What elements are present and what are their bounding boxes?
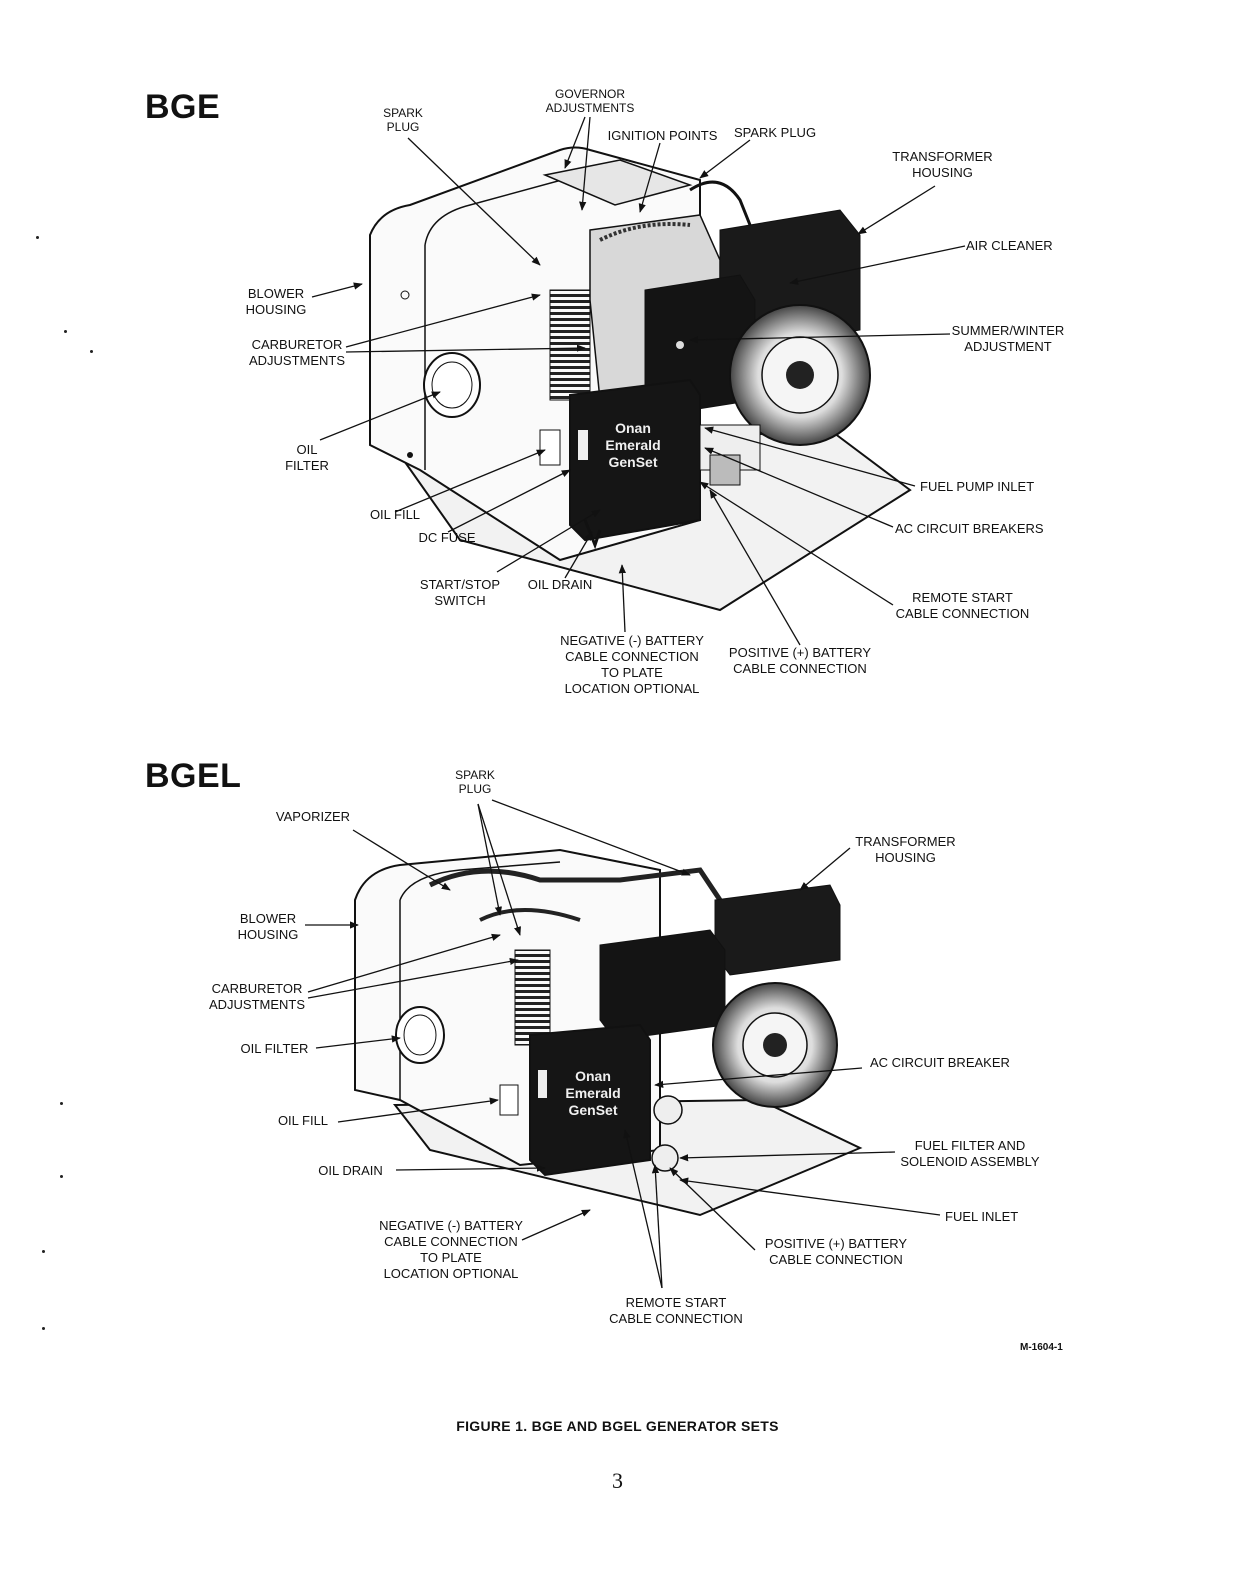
bgel-leader-lines bbox=[305, 799, 941, 1289]
figure-code: M-1604-1 bbox=[1020, 1342, 1063, 1353]
bgel-label-transformer: TRANSFORMER HOUSING bbox=[855, 834, 956, 865]
bgel-label-carburetor: CARBURETOR ADJUSTMENTS bbox=[208, 981, 306, 1012]
bgel-label-blower: BLOWER HOUSING bbox=[237, 911, 299, 942]
bgel-label-vaporizer: VAPORIZER bbox=[275, 809, 351, 824]
bgel-label-remote-start: REMOTE START CABLE CONNECTION bbox=[609, 1295, 743, 1326]
bge-label-blower: BLOWER HOUSING bbox=[245, 286, 307, 317]
bgel-label-negative-battery: NEGATIVE (-) BATTERY CABLE CONNECTION TO… bbox=[379, 1218, 523, 1281]
scan-speck bbox=[42, 1327, 45, 1330]
bge-label-ignition-points: IGNITION POINTS bbox=[607, 128, 718, 143]
scan-speck bbox=[64, 330, 67, 333]
bgel-label-oil-drain: OIL DRAIN bbox=[318, 1163, 383, 1178]
bge-label-fuel-pump: FUEL PUMP INLET bbox=[920, 479, 1035, 494]
scan-speck bbox=[60, 1102, 63, 1105]
bgel-panel-brand: Onan Emerald GenSet bbox=[565, 1068, 621, 1118]
bge-label-positive-battery: POSITIVE (+) BATTERY CABLE CONNECTION bbox=[728, 645, 872, 676]
bge-label-carburetor: CARBURETOR ADJUSTMENTS bbox=[248, 337, 346, 368]
bge-label-dc-fuse: DC FUSE bbox=[418, 530, 476, 545]
bge-label-start-stop: START/STOP SWITCH bbox=[419, 577, 501, 608]
bgel-generator-illustration bbox=[354, 848, 863, 1217]
bge-panel-brand: Onan Emerald GenSet bbox=[605, 420, 661, 470]
bge-title: BGE bbox=[145, 88, 221, 126]
bge-label-oil-fill: OIL FILL bbox=[369, 507, 421, 522]
bgel-label-spark-plug: SPARK PLUG bbox=[455, 768, 495, 796]
bgel-label-ac-breaker: AC CIRCUIT BREAKER bbox=[870, 1055, 1010, 1070]
bgel-label-positive-battery: POSITIVE (+) BATTERY CABLE CONNECTION bbox=[764, 1236, 908, 1267]
bge-label-spark-plug-right: SPARK PLUG bbox=[733, 125, 817, 140]
bgel-label-fuel-inlet: FUEL INLET bbox=[945, 1209, 1019, 1224]
bge-label-negative-battery: NEGATIVE (-) BATTERY CABLE CONNECTION TO… bbox=[560, 633, 704, 696]
scan-speck bbox=[90, 350, 93, 353]
bge-label-ac-breakers: AC CIRCUIT BREAKERS bbox=[895, 521, 1044, 536]
scan-speck bbox=[42, 1250, 45, 1253]
bge-label-oil-filter: OIL FILTER bbox=[285, 442, 329, 473]
bge-label-transformer: TRANSFORMER HOUSING bbox=[892, 149, 993, 180]
bgel-title: BGEL bbox=[145, 757, 242, 795]
bgel-label-oil-fill: OIL FILL bbox=[277, 1113, 329, 1128]
figure-caption: FIGURE 1. BGE AND BGEL GENERATOR SETS bbox=[456, 1418, 779, 1434]
scan-speck bbox=[60, 1175, 63, 1178]
bge-label-air-cleaner: AIR CLEANER bbox=[966, 238, 1053, 253]
bge-label-remote-start: REMOTE START CABLE CONNECTION bbox=[895, 590, 1030, 621]
bge-label-summer-winter: SUMMER/WINTER ADJUSTMENT bbox=[951, 323, 1065, 354]
bge-leader-lines bbox=[311, 116, 966, 646]
bge-label-spark-plug-left: SPARK PLUG bbox=[383, 106, 423, 134]
page-number: 3 bbox=[612, 1468, 623, 1493]
bge-label-governor: GOVERNOR ADJUSTMENTS bbox=[545, 87, 635, 115]
bgel-label-fuel-filter: FUEL FILTER AND SOLENOID ASSEMBLY bbox=[900, 1138, 1040, 1169]
bgel-label-oil-filter: OIL FILTER bbox=[240, 1041, 309, 1056]
scan-speck bbox=[36, 236, 39, 239]
bge-label-oil-drain: OIL DRAIN bbox=[527, 577, 593, 592]
